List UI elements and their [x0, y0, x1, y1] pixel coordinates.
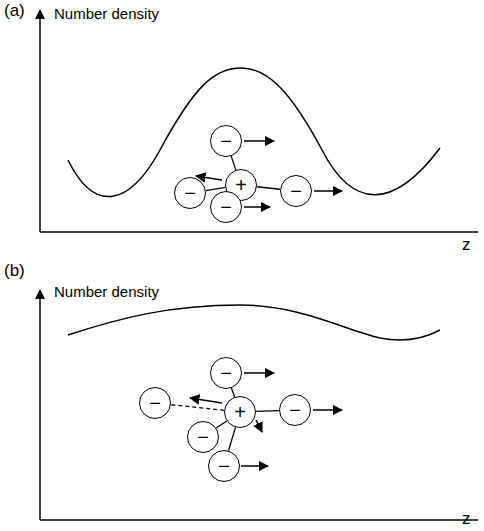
bond-line	[257, 187, 280, 190]
ion-charge: −	[220, 131, 232, 151]
ion-circle: −	[139, 387, 171, 419]
velocity-arrow	[314, 190, 342, 192]
ion-circle: −	[280, 175, 312, 207]
x-axis	[40, 519, 478, 521]
velocity-arrow	[244, 372, 274, 374]
ion-charge: −	[220, 363, 232, 383]
ion-circle: −	[208, 450, 240, 482]
ion-circle: −	[210, 357, 242, 389]
ion-charge: −	[289, 400, 301, 420]
bond-line	[229, 427, 236, 450]
x-axis	[40, 231, 478, 233]
ion-charge: −	[184, 183, 196, 203]
ion-charge: −	[220, 197, 232, 217]
velocity-arrow	[190, 398, 222, 403]
velocity-arrow	[244, 206, 270, 208]
panel-label: (a)	[4, 2, 25, 21]
ion-charge: −	[218, 456, 230, 476]
ion-charge: +	[235, 175, 247, 195]
bond-line	[256, 410, 279, 412]
velocity-arrow	[313, 409, 342, 411]
ion-circle: −	[187, 421, 219, 453]
ion-circle: −	[174, 177, 206, 209]
ion-charge: −	[149, 393, 161, 413]
ion-charge: +	[234, 402, 246, 422]
velocity-arrow	[241, 465, 268, 467]
bond-line	[171, 405, 224, 411]
y-axis	[39, 290, 41, 520]
axis-label: z	[462, 510, 471, 529]
ion-circle: −	[279, 394, 311, 426]
bond-line	[206, 187, 225, 190]
bond-line	[216, 421, 226, 428]
bond-line	[231, 388, 234, 397]
ion-circle: −	[210, 191, 242, 223]
velocity-arrow	[256, 420, 262, 432]
y-axis	[39, 10, 41, 232]
bond-line	[231, 156, 236, 170]
axis-title: Number density	[54, 6, 159, 23]
axis-label: z	[462, 236, 471, 255]
ion-charge: −	[290, 181, 302, 201]
velocity-arrow	[244, 140, 274, 142]
panel-label: (b)	[4, 262, 25, 281]
velocity-arrow	[196, 176, 222, 180]
ion-circle: +	[224, 396, 256, 428]
ion-charge: −	[197, 427, 209, 447]
density-curve	[68, 305, 440, 340]
ion-circle: −	[210, 125, 242, 157]
axis-title: Number density	[54, 284, 159, 301]
